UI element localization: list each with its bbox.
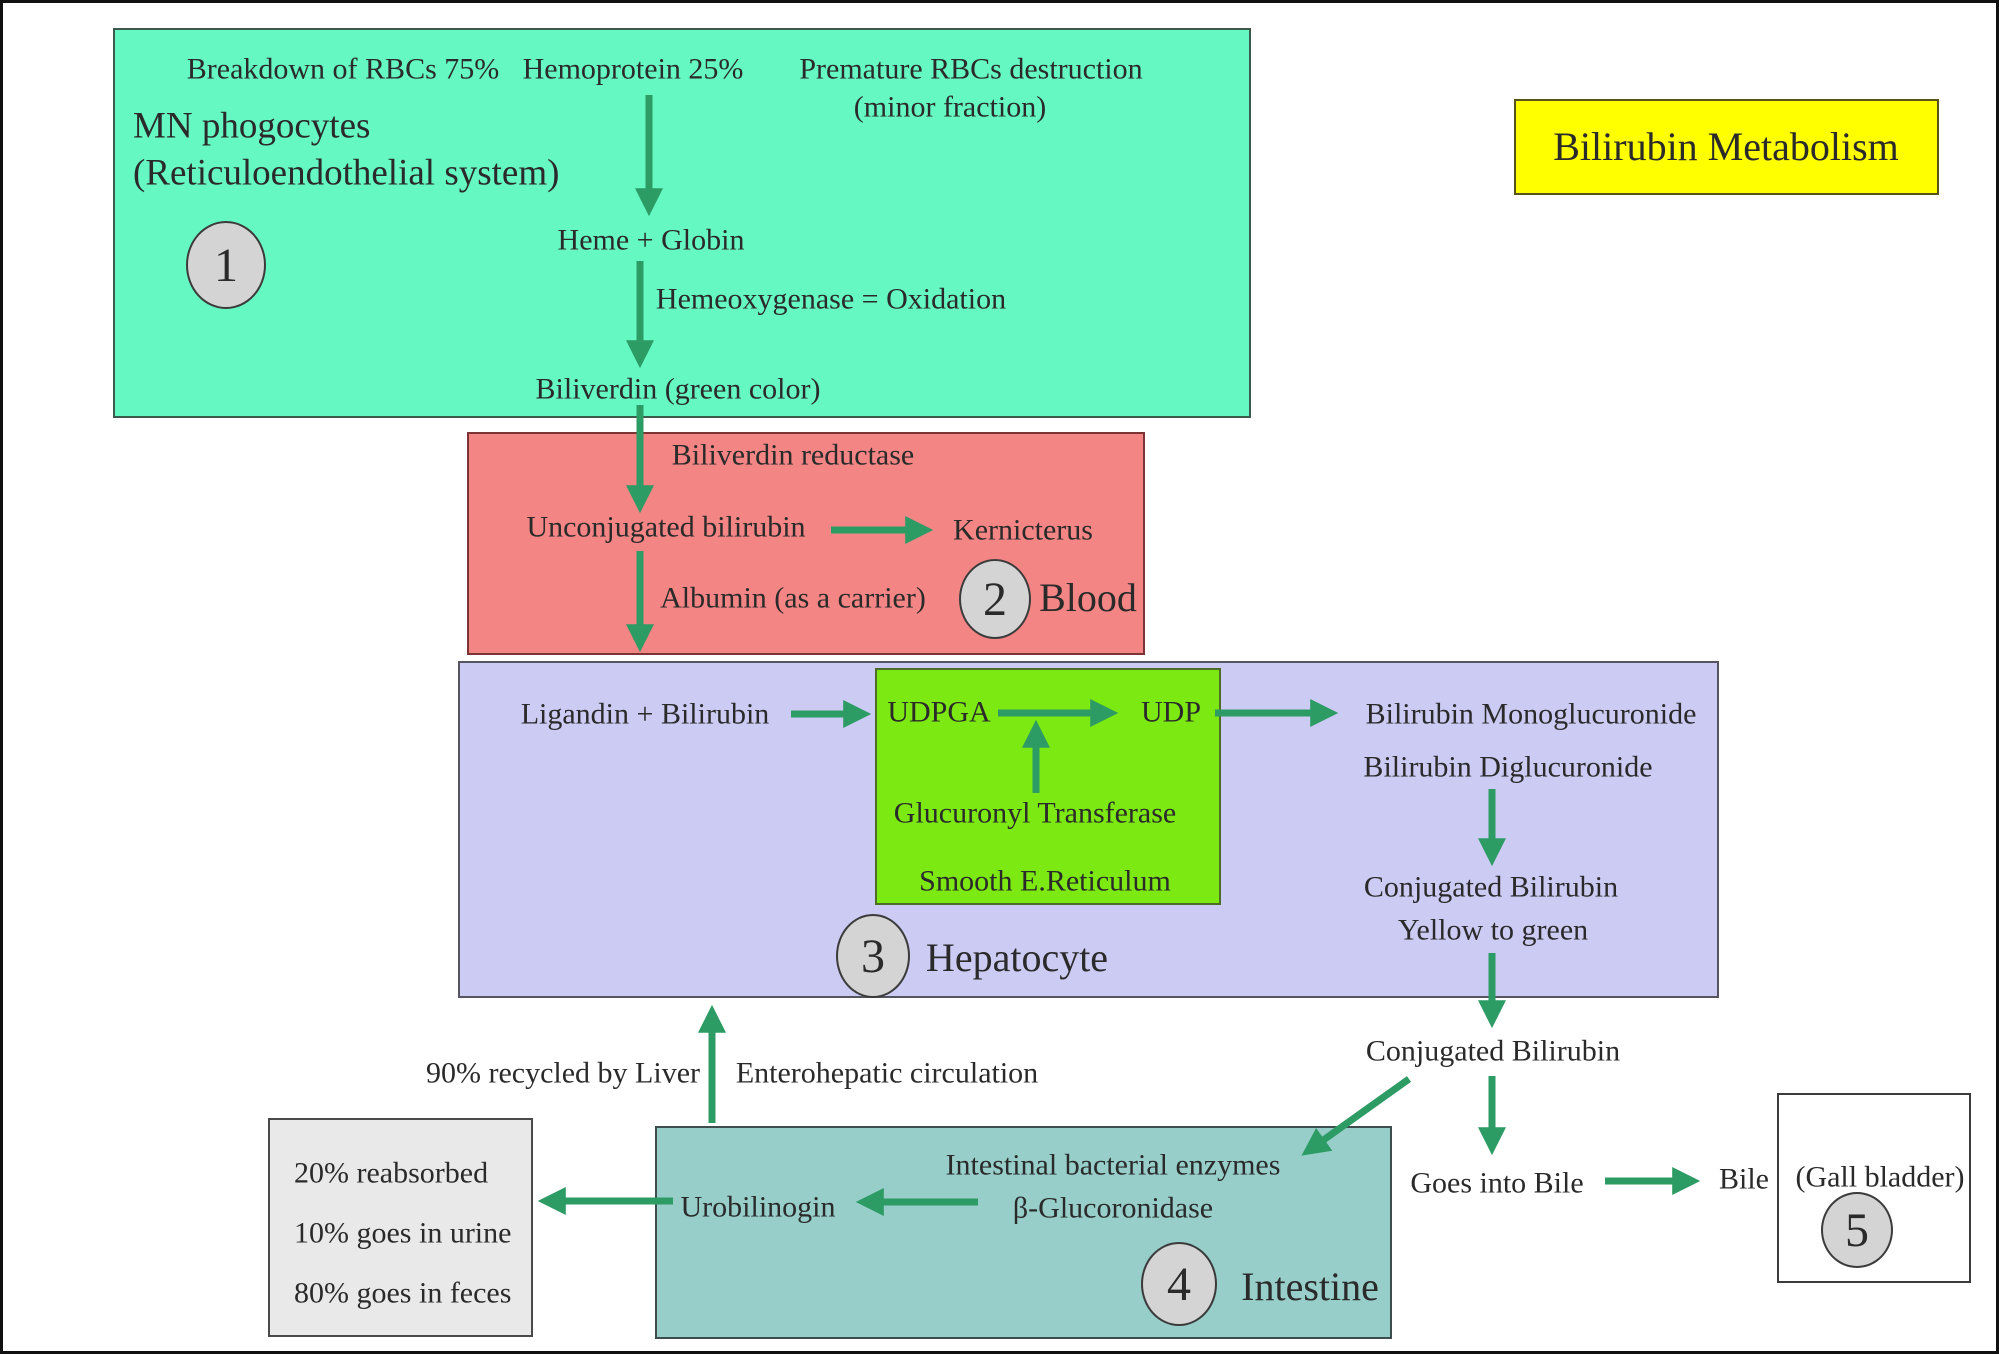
udp-label: UDP [1140, 695, 1202, 729]
blood-label: Blood [1039, 575, 1137, 620]
diagram-title: Bilirubin Metabolism [1553, 124, 1899, 169]
minor-fraction-label: (minor fraction) [853, 90, 1047, 124]
goes-into-bile-label: Goes into Bile [1410, 1166, 1584, 1200]
mn-phogocytes-label: MN phogocytes [133, 105, 371, 147]
recycled-by-liver-label: 90% recycled by Liver [425, 1056, 701, 1090]
glucuronyl-transferase-label: Glucuronyl Transferase [893, 796, 1177, 830]
smooth-er-box [875, 668, 1221, 905]
gallbladder-box [1777, 1093, 1971, 1283]
hepatocyte-label: Hepatocyte [925, 935, 1109, 980]
smooth-er-label: Smooth E.Reticulum [919, 864, 1171, 898]
bilirubin-diglucuronide-label: Bilirubin Diglucuronide [1363, 750, 1653, 784]
step-2-circle: 2 [959, 559, 1031, 639]
conjugated-bilirubin-label: Conjugated Bilirubin [1363, 870, 1619, 904]
biliverdin-label: Biliverdin (green color) [535, 372, 821, 406]
hemeoxygenase-label: Hemeoxygenase = Oxidation [655, 282, 1007, 316]
heme-globin-label: Heme + Globin [557, 223, 745, 257]
bile-label: Bile [1719, 1162, 1769, 1196]
conjugated-bilirubin-2-label: Conjugated Bilirubin [1365, 1034, 1621, 1068]
yellow-to-green-label: Yellow to green [1397, 913, 1589, 947]
step-4-circle: 4 [1141, 1242, 1217, 1326]
reticuloendothelial-label: (Reticuloendothelial system) [133, 152, 560, 194]
urine-label: 10% goes in urine [294, 1216, 512, 1250]
excretion-box [268, 1118, 533, 1337]
albumin-label: Albumin (as a carrier) [660, 581, 926, 615]
premature-rbcs-label: Premature RBCs destruction [799, 52, 1143, 86]
bilirubin-monoglucuronide-label: Bilirubin Monoglucuronide [1365, 697, 1697, 731]
step-3-circle: 3 [836, 914, 910, 998]
intestine-box [655, 1126, 1392, 1339]
step-1-circle: 1 [186, 221, 266, 309]
unconjugated-bilirubin-label: Unconjugated bilirubin [526, 510, 806, 544]
title-box [1514, 99, 1939, 195]
intestinal-bacterial-enzymes-label: Intestinal bacterial enzymes [945, 1148, 1281, 1182]
ligandin-bilirubin-label: Ligandin + Bilirubin [520, 697, 770, 731]
udpga-label: UDPGA [887, 695, 991, 729]
gall-bladder-label: (Gall bladder) [1795, 1160, 1965, 1194]
enterohepatic-circulation-label: Enterohepatic circulation [735, 1056, 1039, 1090]
hemoprotein-label: Hemoprotein 25% [522, 52, 744, 86]
step-5-circle: 5 [1821, 1192, 1893, 1268]
intestine-label: Intestine [1241, 1264, 1379, 1309]
breakdown-rbcs-label: Breakdown of RBCs 75% [186, 52, 500, 86]
urobilinogin-label: Urobilinogin [680, 1190, 836, 1224]
reticuloendothelial-box [113, 28, 1251, 418]
feces-label: 80% goes in feces [294, 1276, 512, 1310]
blood-box [467, 432, 1145, 655]
biliverdin-reductase-label: Biliverdin reductase [671, 438, 915, 472]
kernicterus-label: Kernicterus [953, 513, 1093, 547]
beta-glucoronidase-label: β-Glucoronidase [1012, 1191, 1214, 1225]
reabsorbed-label: 20% reabsorbed [294, 1156, 489, 1190]
